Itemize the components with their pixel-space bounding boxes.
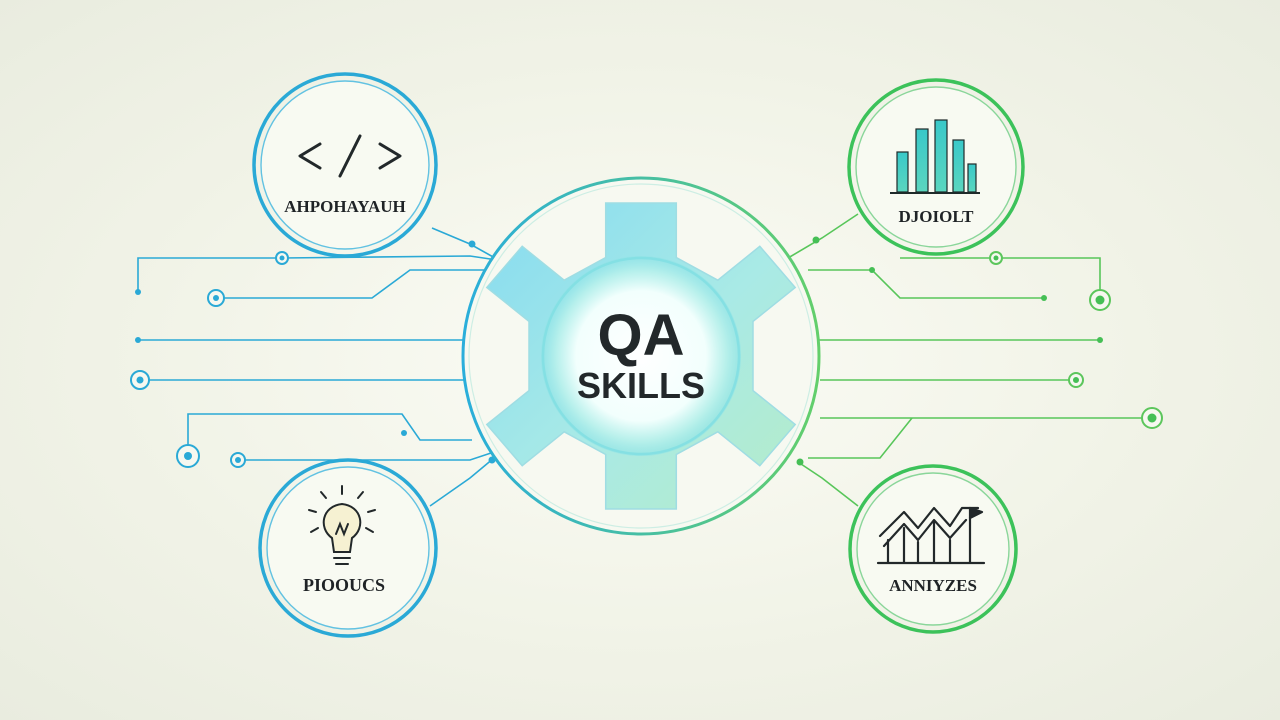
node-label: DJOIOLT <box>899 207 975 226</box>
connector-line <box>137 257 282 292</box>
bar-chart-icon <box>890 119 980 194</box>
center-title: QA <box>598 303 685 368</box>
connector-dot <box>135 337 141 343</box>
center-hub: QA SKILLS <box>461 176 821 536</box>
connector-line <box>996 257 1101 298</box>
connector-line <box>787 213 859 259</box>
connector-dot <box>796 458 804 466</box>
connector-dot <box>235 457 241 463</box>
node-label: AHPOHAYAUH <box>284 197 406 216</box>
inner-hub-ring <box>468 183 814 529</box>
connector-dot <box>812 236 820 244</box>
node-label: ANNIYZES <box>889 576 977 595</box>
connector-line <box>281 255 498 261</box>
gear-inner-ring <box>541 256 741 456</box>
connector-dot <box>1095 295 1105 305</box>
node-top-left: AHPOHAYAUH <box>252 72 438 258</box>
connector-dot <box>401 430 407 436</box>
connector-line <box>216 269 498 299</box>
lightbulb-icon <box>308 485 376 565</box>
right-connector-dots <box>796 236 1157 466</box>
connector-dot <box>993 255 999 261</box>
node-top-right: DJOIOLT <box>847 78 1025 256</box>
connector-line <box>431 227 496 259</box>
left-connector-nodes <box>130 251 289 468</box>
gear-glow <box>541 256 741 456</box>
trend-chart-icon <box>876 506 986 565</box>
right-connector-lines <box>787 213 1152 507</box>
node-bottom-left: PIOOUCS <box>258 458 438 638</box>
connector-dot <box>135 289 141 295</box>
connector-line <box>238 451 495 461</box>
node-label: PIOOUCS <box>303 575 385 595</box>
connector-line <box>808 269 1044 299</box>
connector-line <box>429 457 495 507</box>
connector-line <box>797 461 859 507</box>
center-subtitle: SKILLS <box>577 365 705 406</box>
connector-dot <box>468 240 476 248</box>
connector-dot <box>213 295 219 301</box>
connector-dot <box>136 376 144 384</box>
node-outer-ring <box>258 458 438 638</box>
node-bottom-right: ANNIYZES <box>848 464 1018 634</box>
connector-line <box>808 417 913 459</box>
connector-dot <box>184 452 192 460</box>
connector-dot <box>1073 377 1079 383</box>
connector-line <box>187 413 472 456</box>
connector-dot <box>279 255 285 261</box>
left-connector-dots <box>135 240 496 464</box>
node-outer-ring <box>847 78 1025 256</box>
connector-dot <box>869 267 875 273</box>
code-icon <box>298 134 402 178</box>
connector-dot <box>1041 295 1047 301</box>
connector-dot <box>1147 413 1157 423</box>
node-outer-ring <box>252 72 438 258</box>
node-outer-ring <box>848 464 1018 634</box>
connector-dot <box>1097 337 1103 343</box>
